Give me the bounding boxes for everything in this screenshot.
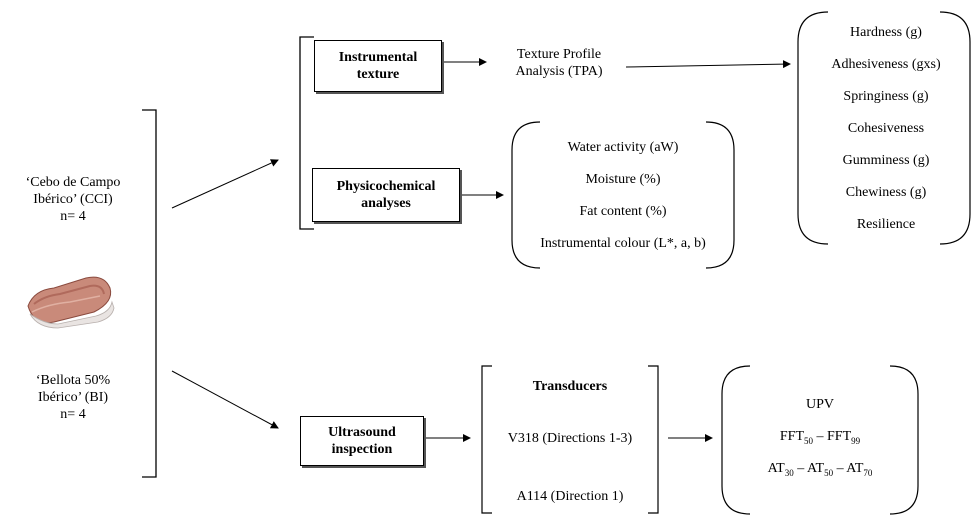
analyses-bracket: [299, 36, 314, 230]
at-b: AT: [806, 461, 825, 476]
phys-params-left-bracket: [511, 121, 541, 269]
ham-sample-image: [27, 276, 115, 329]
fft-a: FFT: [779, 429, 804, 444]
param-at: AT30 – AT50 – AT70: [724, 460, 916, 482]
transducer-a114: A114 (Direction 1): [516, 489, 624, 504]
phys-params-right-bracket: [705, 121, 735, 269]
at-c: AT: [846, 461, 864, 476]
at-b-sub: 50: [824, 467, 834, 478]
sample-cci-n: n= 4: [60, 209, 86, 224]
instrumental-texture-box: Instrumental texture: [314, 40, 442, 92]
param-adhesiveness: Adhesiveness (gxs): [831, 57, 941, 72]
tpa-params-list: Hardness (g) Adhesiveness (gxs) Springin…: [806, 24, 966, 233]
sample-cci-label: ‘Cebo de Campo Ibérico’ (CCI) n= 4: [6, 174, 140, 225]
param-gumminess: Gumminess (g): [842, 153, 930, 168]
sample-cci-line2: Ibérico’ (CCI): [33, 192, 113, 207]
at-c-sub: 70: [863, 467, 873, 478]
param-instrumental-colour: Instrumental colour (L*, a, b): [540, 236, 706, 251]
arrow-tpa-params: [625, 60, 791, 69]
sample-bi-label: ‘Bellota 50% Ibérico’ (BI) n= 4: [6, 372, 140, 423]
fft-dash: –: [813, 429, 827, 444]
param-hardness: Hardness (g): [850, 25, 922, 40]
fft-b-sub: 99: [851, 435, 861, 446]
transducers-title: Transducers: [532, 379, 608, 394]
at-a-sub: 30: [784, 467, 794, 478]
tpa-line2: Analysis (TPA): [515, 64, 603, 79]
transducers-left-bracket: [481, 365, 492, 514]
tpa-params-left-bracket: [797, 11, 829, 245]
us-params-left-bracket: [721, 365, 751, 515]
ultrasound-line1: Ultrasound: [328, 425, 396, 440]
physicochemical-box: Physicochemical analyses: [312, 168, 460, 222]
arrow-to-ultrasound: [171, 370, 279, 429]
param-resilience: Resilience: [856, 217, 916, 232]
param-fat-content: Fat content (%): [579, 204, 667, 219]
param-chewiness: Chewiness (g): [845, 185, 927, 200]
physicochemical-line1: Physicochemical: [336, 179, 436, 194]
instrumental-line1: Instrumental: [338, 50, 418, 65]
physicochemical-line2: analyses: [361, 196, 411, 211]
param-cohesiveness: Cohesiveness: [847, 121, 925, 136]
fft-a-sub: 50: [804, 435, 813, 446]
physchem-params-list: Water activity (aW) Moisture (%) Fat con…: [512, 139, 734, 252]
instrumental-line2: texture: [356, 67, 400, 82]
fft-b: FFT: [827, 429, 852, 444]
param-water-activity: Water activity (aW): [567, 140, 679, 155]
tpa-line1: Texture Profile: [516, 47, 602, 62]
samples-bracket: [142, 109, 157, 478]
param-fft: FFT50 – FFT99: [724, 428, 916, 450]
param-moisture: Moisture (%): [585, 172, 661, 187]
at-a: AT: [767, 461, 785, 476]
ultrasound-line2: inspection: [331, 442, 393, 457]
ultrasound-box: Ultrasound inspection: [300, 416, 424, 466]
us-params-right-bracket: [889, 365, 919, 515]
sample-bi-line1: ‘Bellota 50%: [35, 373, 111, 388]
at-dash-2: –: [833, 461, 847, 476]
transducer-v318: V318 (Directions 1-3): [507, 431, 633, 446]
sample-bi-n: n= 4: [60, 407, 86, 422]
transducers-right-bracket: [648, 365, 659, 514]
param-upv: UPV: [805, 397, 834, 412]
tpa-label: Texture Profile Analysis (TPA): [494, 46, 624, 80]
arrow-to-top: [171, 159, 279, 209]
sample-cci-line1: ‘Cebo de Campo: [25, 175, 121, 190]
param-springiness: Springiness (g): [843, 89, 929, 104]
tpa-params-right-bracket: [939, 11, 971, 245]
sample-bi-line2: Ibérico’ (BI): [37, 390, 109, 405]
at-dash-1: –: [793, 461, 807, 476]
